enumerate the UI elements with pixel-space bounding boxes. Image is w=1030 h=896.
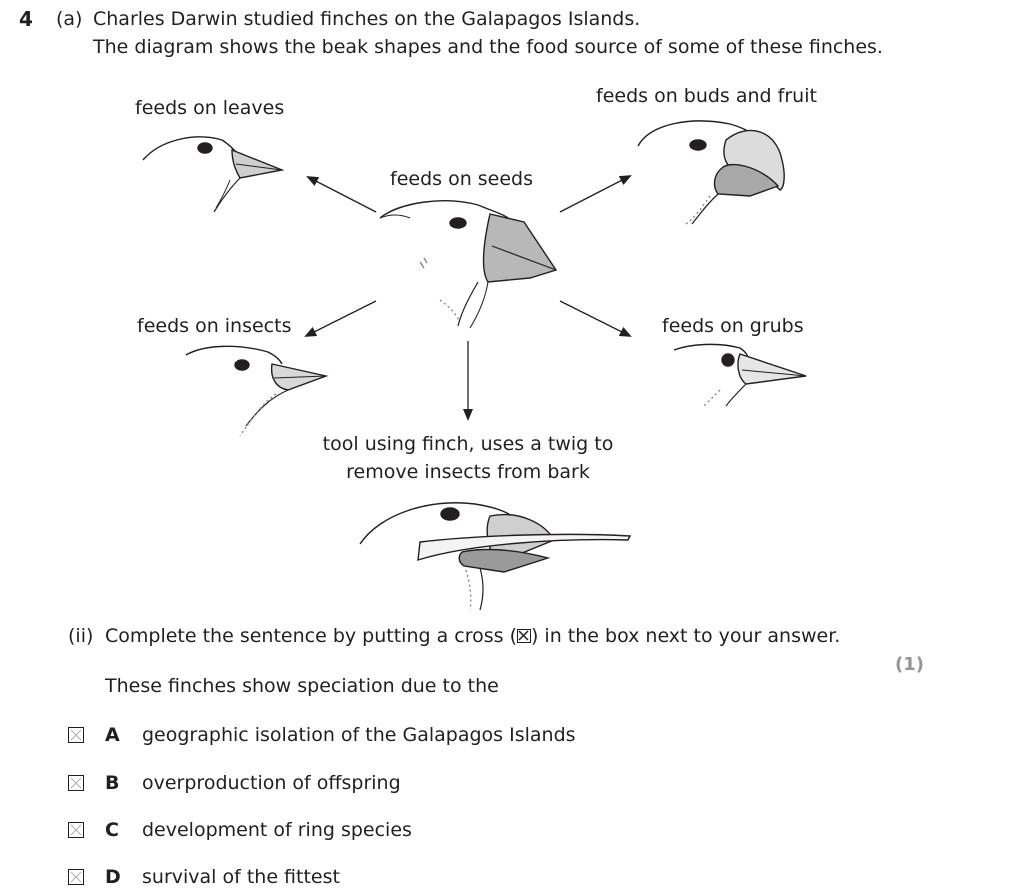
- label-feeds-on-insects: feeds on insects: [137, 315, 292, 337]
- finch-buds-fruit-drawing: [637, 120, 785, 225]
- arrow-to-grubs: [559, 300, 632, 337]
- subquestion-instruction: Complete the sentence by putting a cross…: [105, 627, 840, 646]
- arrow-to-buds-fruit: [559, 175, 632, 213]
- label-feeds-on-seeds: feeds on seeds: [390, 168, 534, 190]
- finch-grubs-drawing: [673, 343, 807, 407]
- question-stem: These finches show speciation due to the: [105, 675, 499, 697]
- label-feeds-on-grubs: feeds on grubs: [662, 315, 804, 337]
- finch-seeds-drawing: [379, 200, 558, 329]
- instruction-after: ) in the box next to your answer.: [530, 625, 841, 647]
- option-text: survival of the fittest: [142, 866, 340, 888]
- label-tool-line-1: tool using finch, uses a twig to: [322, 433, 614, 455]
- arrow-to-insects: [304, 300, 377, 337]
- question-number: 4: [19, 7, 33, 31]
- option-d[interactable]: D survival of the fittest: [0, 865, 1030, 895]
- option-b[interactable]: B overproduction of offspring: [0, 771, 1030, 801]
- option-text: overproduction of offspring: [142, 772, 401, 794]
- question-intro-line-1: Charles Darwin studied finches on the Ga…: [93, 8, 641, 30]
- finch-insects-drawing: [185, 345, 329, 437]
- question-intro-line-2: The diagram shows the beak shapes and th…: [93, 36, 883, 58]
- label-tool-line-2: remove insects from bark: [346, 461, 590, 483]
- answer-checkbox-a[interactable]: [68, 727, 84, 743]
- arrow-to-leaves: [306, 176, 377, 213]
- answer-checkbox-c[interactable]: [68, 822, 84, 838]
- option-a[interactable]: A geographic isolation of the Galapagos …: [0, 723, 1030, 753]
- option-letter: D: [105, 866, 121, 888]
- option-letter: B: [105, 772, 120, 794]
- finch-tool-drawing: [359, 502, 632, 611]
- label-feeds-on-buds-fruit: feeds on buds and fruit: [596, 85, 817, 107]
- label-feeds-on-leaves: feeds on leaves: [135, 97, 285, 119]
- option-c[interactable]: C development of ring species: [0, 818, 1030, 848]
- answer-checkbox-b[interactable]: [68, 775, 84, 791]
- answer-checkbox-d[interactable]: [68, 869, 84, 885]
- option-text: geographic isolation of the Galapagos Is…: [142, 724, 576, 746]
- option-letter: C: [105, 819, 119, 841]
- crossed-box-icon: [516, 629, 531, 643]
- option-letter: A: [105, 724, 120, 746]
- subquestion-number: (ii): [68, 625, 94, 647]
- finch-beak-diagram: [142, 120, 807, 611]
- question-part: (a): [56, 8, 83, 30]
- marks-indicator: (1): [895, 654, 924, 675]
- finch-leaves-drawing: [142, 136, 285, 213]
- option-text: development of ring species: [142, 819, 412, 841]
- instruction-before: Complete the sentence by putting a cross…: [105, 625, 517, 647]
